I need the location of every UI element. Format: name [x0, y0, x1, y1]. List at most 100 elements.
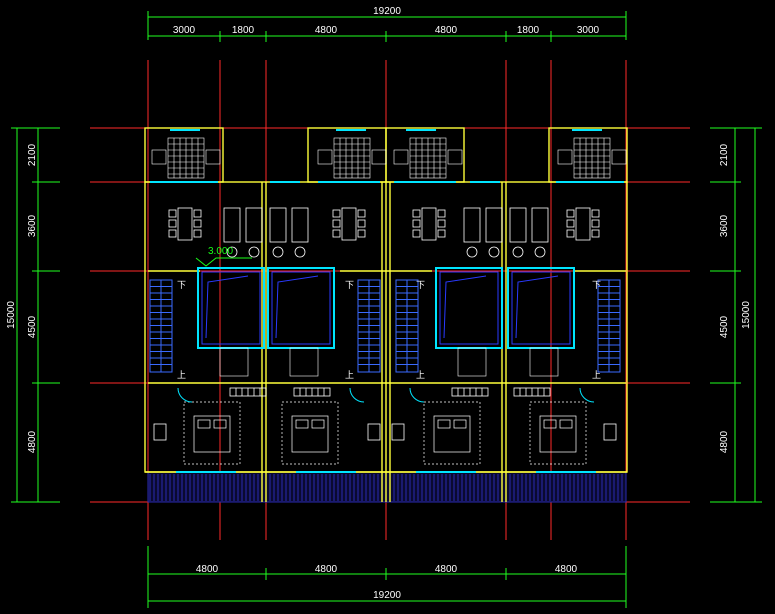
- pillow: [437, 419, 451, 429]
- sofa: [463, 207, 481, 243]
- stair-down-label-3: 下: [416, 280, 425, 290]
- bedroom-set: [281, 401, 339, 465]
- dimension-labels: 19200 3000 1800 4800 4800 1800 3000 4800…: [6, 6, 752, 601]
- wardrobe: [513, 387, 551, 397]
- stove: [151, 149, 167, 165]
- sofa: [509, 207, 527, 243]
- dim-left-seg-2: 3600: [27, 214, 38, 237]
- well-floor: [219, 347, 249, 377]
- dim-right-seg-4: 4800: [719, 430, 730, 453]
- chair: [332, 209, 341, 218]
- light-well-glass: [201, 271, 261, 345]
- dim-right-total: 15000: [741, 301, 752, 329]
- chair: [437, 229, 446, 238]
- sink: [205, 149, 221, 165]
- plant: [294, 246, 306, 258]
- light-well-glass: [511, 271, 571, 345]
- elevation-marker: 3.000: [195, 246, 252, 267]
- dim-top-seg-1: 3000: [173, 25, 196, 36]
- stair-up-label-3: 上: [416, 370, 425, 380]
- light-well: [435, 267, 503, 377]
- dim-top-seg-6: 3000: [577, 25, 600, 36]
- plant: [466, 246, 478, 258]
- wardrobe: [293, 387, 331, 397]
- pillow: [311, 419, 325, 429]
- dining-table-set: [412, 207, 446, 241]
- chair: [591, 229, 600, 238]
- dim-top-seg-5: 1800: [517, 25, 540, 36]
- dining-table: [341, 207, 357, 241]
- front-terrace: [147, 471, 627, 503]
- bed: [433, 415, 471, 453]
- kitchen-counter: [393, 137, 463, 179]
- bed: [539, 415, 577, 453]
- plant: [226, 246, 238, 258]
- sofa: [223, 207, 241, 243]
- well-floor: [289, 347, 319, 377]
- bed: [193, 415, 231, 453]
- kitchen-counter: [317, 137, 387, 179]
- dim-bottom-seg-1: 4800: [196, 564, 219, 575]
- light-well-glass: [439, 271, 499, 345]
- chair: [412, 229, 421, 238]
- door-swing: [349, 387, 365, 403]
- dining-table-set: [168, 207, 202, 241]
- dining-table-set: [566, 207, 600, 241]
- fixtures: [149, 137, 627, 465]
- chair: [332, 229, 341, 238]
- stair-down-label-4: 下: [592, 280, 601, 290]
- sofa-set: [223, 207, 263, 258]
- armchair: [603, 423, 617, 441]
- elevation-label: 3.000: [208, 246, 233, 257]
- chair: [168, 229, 177, 238]
- sofa-set: [269, 207, 309, 258]
- light-well: [507, 267, 575, 377]
- dim-bottom-seg-2: 4800: [315, 564, 338, 575]
- stove: [317, 149, 333, 165]
- dim-top-total: 19200: [373, 6, 401, 17]
- chair: [193, 209, 202, 218]
- sofa: [485, 207, 503, 243]
- sink: [447, 149, 463, 165]
- chair: [193, 219, 202, 228]
- rug: [281, 401, 339, 465]
- dim-top-seg-2: 1800: [232, 25, 255, 36]
- chair: [591, 219, 600, 228]
- door-swing: [409, 387, 425, 403]
- chair: [357, 219, 366, 228]
- dining-table: [421, 207, 437, 241]
- stair-up-label-1: 上: [177, 370, 186, 380]
- dim-bottom-total: 19200: [373, 590, 401, 601]
- staircase: [149, 279, 173, 373]
- staircase: [357, 279, 381, 373]
- chair: [566, 209, 575, 218]
- sofa-set: [463, 207, 503, 258]
- dining-table: [575, 207, 591, 241]
- plant: [248, 246, 260, 258]
- sofa: [245, 207, 263, 243]
- staircase: [395, 279, 419, 373]
- chair: [566, 219, 575, 228]
- roof-line: [205, 275, 249, 339]
- dimension-chains: [11, 11, 762, 608]
- dining-table-set: [332, 207, 366, 241]
- sofa-set: [509, 207, 549, 258]
- chair: [168, 219, 177, 228]
- wardrobe: [451, 387, 489, 397]
- sink: [371, 149, 387, 165]
- dim-right-seg-2: 3600: [719, 214, 730, 237]
- dim-left-seg-1: 2100: [27, 143, 38, 166]
- pillow: [213, 419, 227, 429]
- dim-left-seg-3: 4500: [27, 315, 38, 338]
- armchair: [391, 423, 405, 441]
- bed: [291, 415, 329, 453]
- chair: [437, 209, 446, 218]
- chair: [193, 229, 202, 238]
- rug: [529, 401, 587, 465]
- plant: [534, 246, 546, 258]
- pillow: [559, 419, 573, 429]
- sink: [611, 149, 627, 165]
- bedroom-set: [529, 401, 587, 465]
